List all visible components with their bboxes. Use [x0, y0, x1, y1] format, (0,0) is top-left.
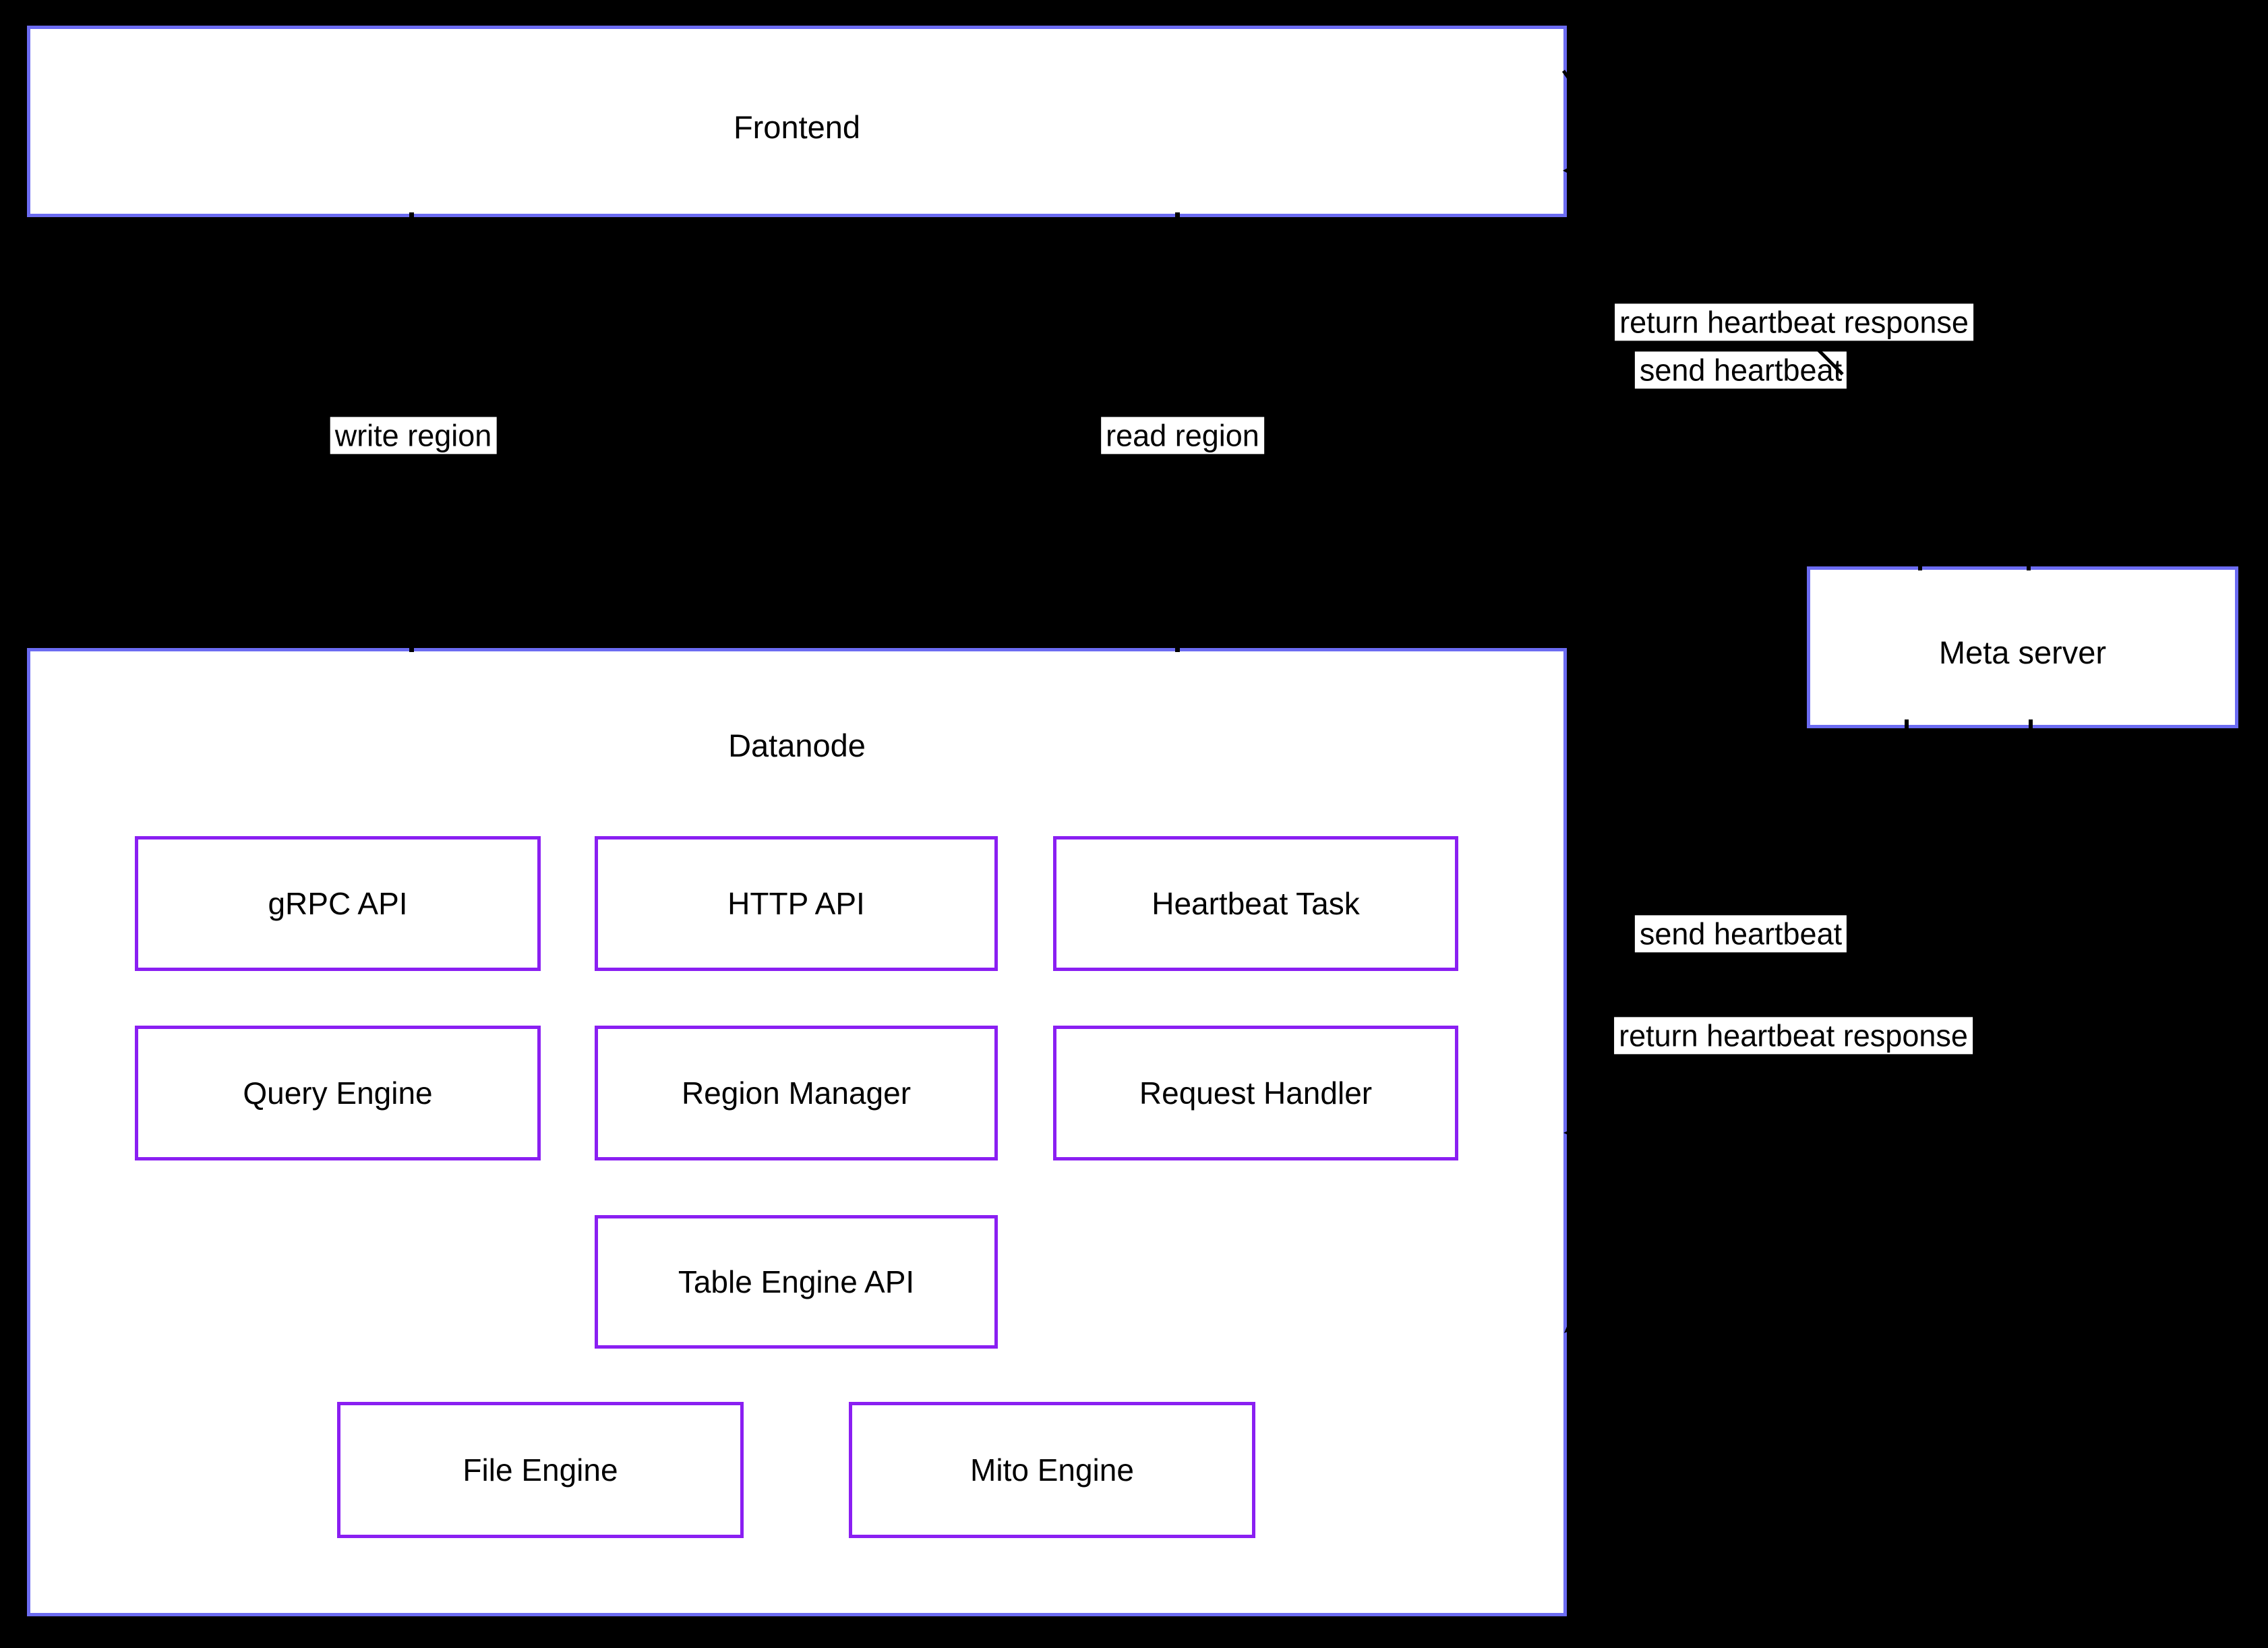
component-label: Query Engine — [243, 1076, 433, 1111]
component-query-engine: Query Engine — [135, 1026, 541, 1160]
edge-label-write-region: write region — [330, 417, 497, 454]
frontend-node: Frontend — [27, 26, 1567, 217]
edge-label-send-heartbeat-top: send heartbeat — [1634, 351, 1847, 389]
component-label: Heartbeat Task — [1152, 886, 1360, 921]
component-label: gRPC API — [268, 886, 408, 921]
meta-server-title: Meta server — [1938, 635, 2107, 670]
edge-label-return-heartbeat-response-mid: return heartbeat response — [1614, 1017, 1973, 1055]
component-label: Mito Engine — [970, 1452, 1134, 1488]
component-http-api: HTTP API — [595, 836, 998, 971]
component-file-engine: File Engine — [337, 1402, 744, 1538]
component-table-engine-api: Table Engine API — [595, 1215, 998, 1349]
meta-server-node: Meta server — [1807, 566, 2238, 728]
component-region-manager: Region Manager — [595, 1026, 998, 1160]
frontend-title: Frontend — [733, 109, 861, 145]
component-label: Table Engine API — [678, 1264, 915, 1299]
component-label: Region Manager — [681, 1076, 912, 1111]
component-label: File Engine — [462, 1452, 618, 1488]
datanode-title: Datanode — [728, 728, 866, 763]
edge-label-send-heartbeat-mid: send heartbeat — [1634, 915, 1847, 953]
component-label: Request Handler — [1139, 1076, 1373, 1111]
edge-label-return-heartbeat-response-top: return heartbeat response — [1615, 303, 1973, 341]
edge-label-read-region: read region — [1101, 417, 1264, 454]
component-heartbeat-task: Heartbeat Task — [1053, 836, 1458, 971]
component-mito-engine: Mito Engine — [849, 1402, 1255, 1538]
component-grpc-api: gRPC API — [135, 836, 541, 971]
component-request-handler: Request Handler — [1053, 1026, 1458, 1160]
component-label: HTTP API — [727, 886, 865, 921]
